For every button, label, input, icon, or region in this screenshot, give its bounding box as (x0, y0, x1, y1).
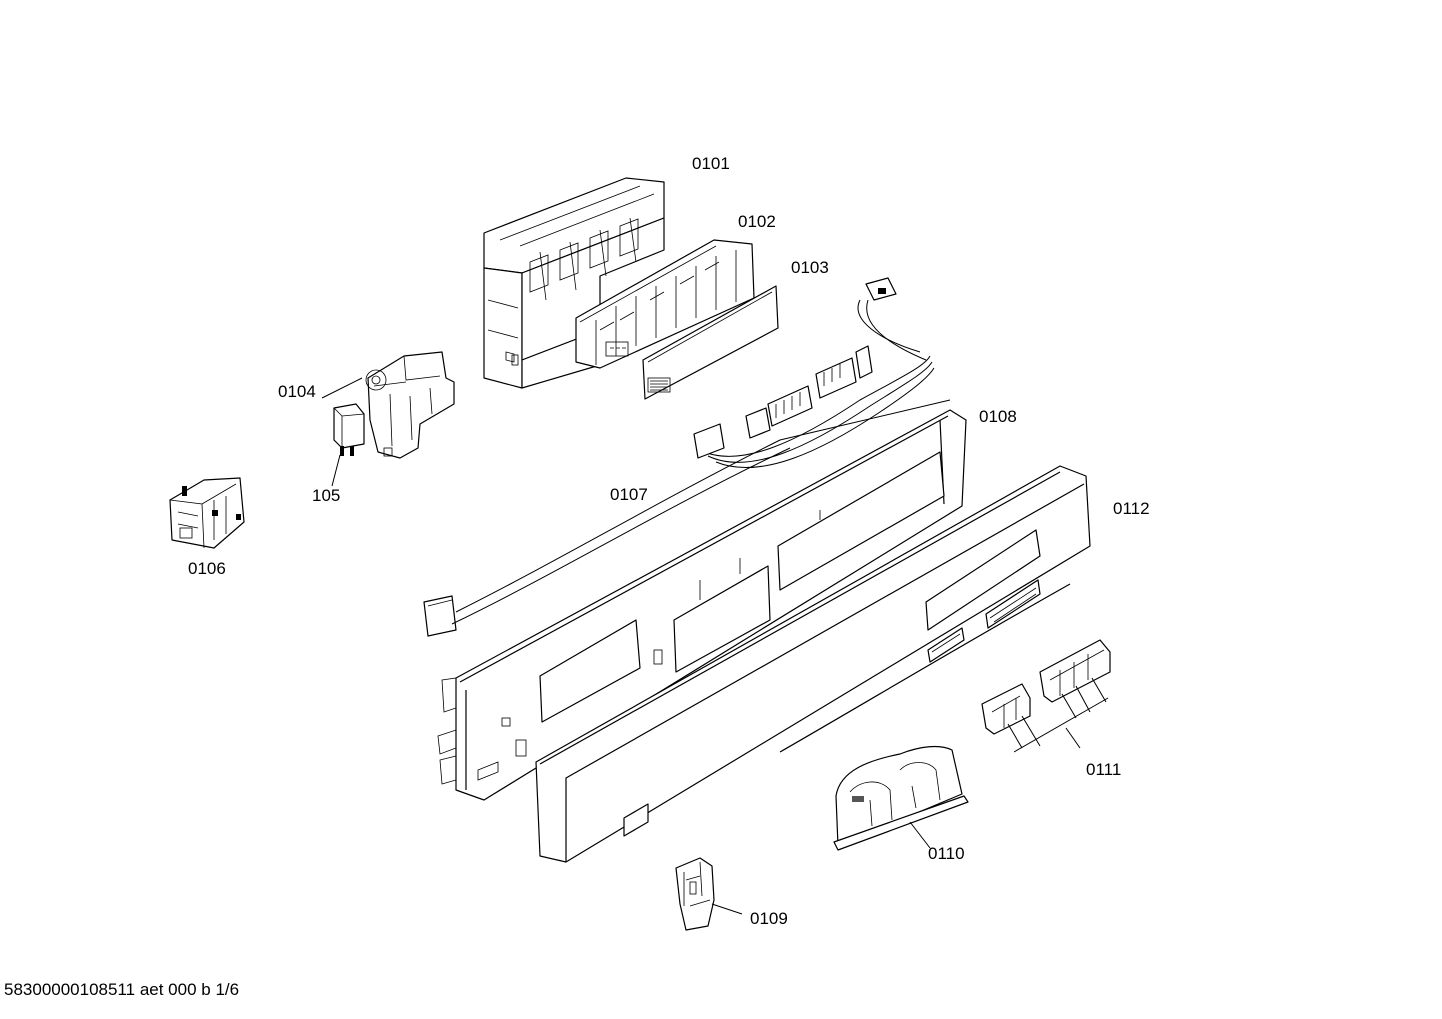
callout-0111: 0111 (1086, 760, 1122, 779)
part-0110-handle-cover (833, 745, 969, 851)
callout-0112: 0112 (1113, 499, 1150, 518)
part-0107-wiring-harness (693, 277, 935, 469)
part-0104-switch-assembly (333, 351, 455, 459)
part-0111-push-buttons (981, 639, 1111, 753)
part-0112-front-fascia (535, 465, 1091, 863)
callout-0104: 0104 (278, 382, 316, 401)
part-0109-bracket (675, 857, 715, 931)
part-0108-panel-frame (423, 399, 967, 801)
callout-0108: 0108 (979, 407, 1017, 426)
part-0103-label-strip (642, 285, 779, 400)
callout-0101: 0101 (692, 154, 730, 173)
part-0102-button-block (575, 239, 755, 369)
callout-0110: 0110 (928, 844, 965, 863)
part-0101-module-housing (483, 177, 665, 389)
document-number: 58300000108511 aet 000 b 1/6 (4, 980, 240, 999)
callout-0103: 0103 (791, 258, 829, 277)
leader-lines (321, 377, 931, 915)
callout-105: 105 (312, 486, 341, 505)
callout-0107: 0107 (610, 485, 648, 504)
part-0106-terminal-block (169, 477, 245, 549)
callout-0102: 0102 (738, 212, 776, 231)
callout-0106: 0106 (188, 559, 226, 578)
callout-0109: 0109 (750, 909, 788, 928)
